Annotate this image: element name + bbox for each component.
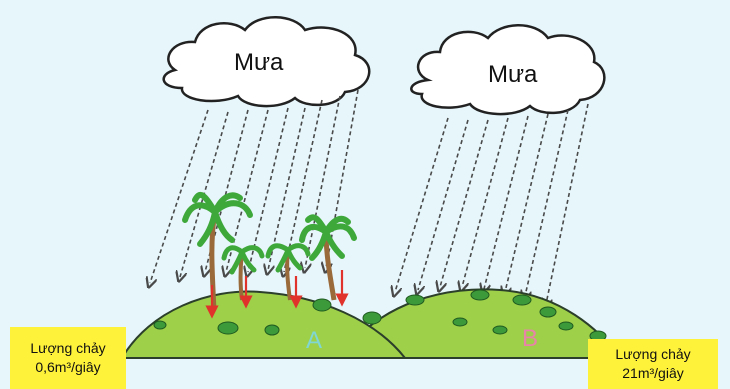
bush: [452, 317, 468, 327]
palm-tree: [299, 214, 357, 301]
runoff-box-a: Lượng chảy 0,6m³/giây: [10, 327, 126, 389]
palm-trees: [182, 191, 357, 311]
rain-drop-line: [505, 113, 549, 292]
rain-drop-line: [462, 117, 509, 287]
rain-lines-b: [395, 103, 589, 304]
rain-drop-line: [546, 103, 589, 304]
bush: [312, 298, 332, 312]
bush: [539, 306, 557, 318]
palm-tree: [182, 191, 253, 311]
hill-a: [120, 290, 408, 359]
runoff-b-value: 21m³/giây: [622, 365, 684, 381]
bush: [492, 325, 508, 335]
rain-drop-line: [150, 109, 209, 283]
rain-drop-line: [484, 115, 529, 289]
hill-a-label: A: [306, 327, 322, 354]
hill-b-label: B: [522, 325, 538, 352]
bush: [264, 324, 280, 336]
runoff-a-value: 0,6m³/giây: [35, 359, 101, 375]
left-cloud-label: Mưa: [234, 49, 284, 76]
runoff-b-title: Lượng chảy: [615, 346, 691, 362]
rain-drop-line: [525, 109, 569, 296]
runoff-a-title: Lượng chảy: [30, 340, 106, 356]
bush: [512, 294, 532, 306]
right-cloud-label: Mưa: [488, 61, 538, 88]
rain-drop-line: [440, 119, 489, 287]
bush: [362, 311, 382, 325]
bushes: [153, 289, 607, 342]
rain-drop-line: [284, 99, 323, 272]
bush: [470, 289, 490, 301]
rain-drop-line: [418, 119, 469, 290]
bush: [153, 320, 167, 330]
bush: [405, 294, 425, 306]
bush: [558, 321, 574, 331]
bush: [217, 321, 239, 335]
right-rain-cloud: Mưa: [410, 24, 606, 116]
rain-drop-line: [248, 107, 289, 272]
infiltration-arrows: [205, 270, 349, 319]
rain-drop-line: [305, 95, 341, 268]
palm-tree: [265, 243, 311, 301]
rain-drop-line: [395, 117, 449, 292]
runoff-box-b: Lượng chảy 21m³/giây: [588, 339, 718, 389]
left-rain-cloud: Mưa: [162, 16, 371, 108]
